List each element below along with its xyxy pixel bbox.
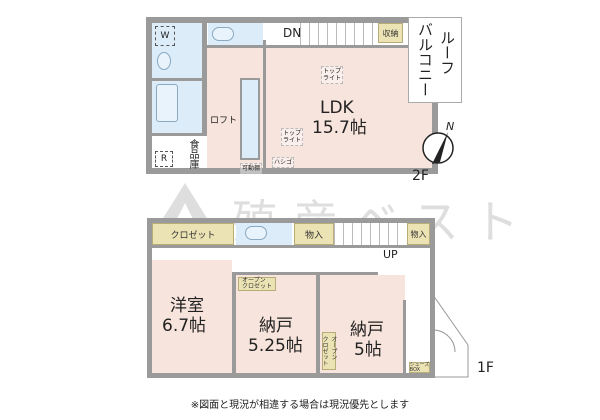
up-label: UP [383, 248, 398, 261]
western-room-size: 6.7帖 [162, 316, 207, 336]
storeroom-1 [236, 275, 316, 373]
washer-spot: W [155, 26, 175, 46]
down-label: DN [283, 26, 302, 40]
toilet-icon [212, 27, 234, 41]
roof-balcony [408, 17, 462, 103]
floor-2f-label: 2F [412, 168, 429, 184]
western-room [152, 260, 232, 373]
ldk-size: 15.7帖 [312, 118, 367, 138]
loft-label: ロフト [210, 116, 238, 126]
open-closet-1: オープン クロゼット [238, 277, 276, 291]
toilet-1f-icon [245, 226, 267, 240]
watermark-logo-icon [160, 183, 210, 223]
storeroom-2-name: 納戸 [350, 320, 384, 340]
closet: クロゼット [152, 223, 234, 245]
top-light-2: トップ ライト [281, 128, 304, 146]
stairs-1f [334, 223, 404, 245]
storeroom-1-size: 5.25帖 [248, 336, 303, 356]
open-closet-2: オープン クロゼット [321, 332, 337, 370]
sink-icon [157, 52, 171, 70]
fridge-spot: R [155, 151, 173, 167]
compass-icon: N [422, 120, 454, 164]
disclaimer: ※図面と現況が相違する場合は現況優先とします [190, 400, 410, 411]
kitchen-counter [240, 78, 260, 160]
ldk-room [265, 46, 432, 168]
storeroom-1-name: 納戸 [259, 316, 293, 336]
storage-2: 物入 [407, 223, 430, 245]
roof-balcony-col2: ルーフ [438, 30, 456, 75]
western-room-name: 洋室 [170, 296, 204, 316]
bathtub-icon [156, 84, 178, 122]
shoe-cabinet: シューズ BOX [409, 361, 430, 373]
storage-2f: 収納 [378, 23, 403, 43]
roof-balcony-col1: バルコニー [416, 22, 434, 97]
floor-1f-label: 1F [477, 360, 494, 376]
storeroom-2-size: 5帖 [354, 340, 382, 360]
storage-1: 物入 [294, 223, 334, 245]
ladder-label: ハシゴ [272, 157, 295, 168]
movable-shelf-label: 可動棚 [240, 163, 263, 174]
top-light-1: トップ ライト [321, 66, 344, 84]
pantry-label: 食品庫 [187, 139, 198, 169]
svg-text:N: N [446, 120, 454, 133]
entrance-porch [433, 295, 469, 378]
stairs-2f [300, 23, 375, 45]
ldk-name: LDK [320, 98, 354, 118]
